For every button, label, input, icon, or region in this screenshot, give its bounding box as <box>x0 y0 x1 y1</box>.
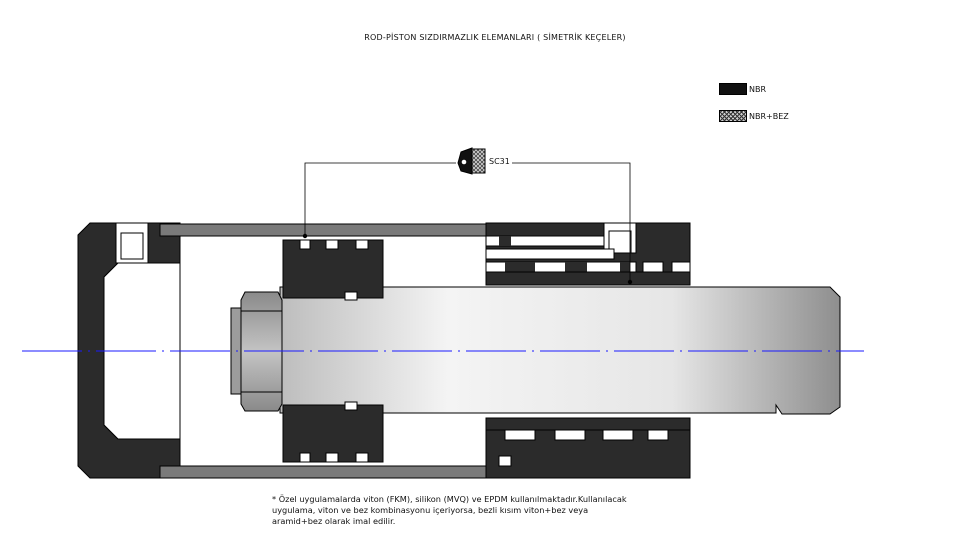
legend-item-nbr-bez: NBR+BEZ <box>719 110 789 122</box>
footnote: * Özel uygulamalarda viton (FKM), siliko… <box>272 494 627 526</box>
legend-swatch-hatched <box>719 110 747 122</box>
page-title: ROD-PİSTON SIZDIRMAZLIK ELEMANLARI ( SİM… <box>364 33 626 42</box>
legend-label-nbr: NBR <box>749 84 767 94</box>
callout-leader <box>304 162 456 236</box>
legend-item-nbr: NBR <box>719 83 766 95</box>
legend-label-nbr-bez: NBR+BEZ <box>749 111 789 121</box>
callout-label: SC31 <box>489 157 510 166</box>
cylinder-tube-bottom <box>159 465 537 479</box>
legend-swatch-solid <box>719 83 747 95</box>
cylinder-tube-top <box>159 223 537 237</box>
piston-top <box>282 239 384 299</box>
seal-profile-icon <box>457 147 486 175</box>
